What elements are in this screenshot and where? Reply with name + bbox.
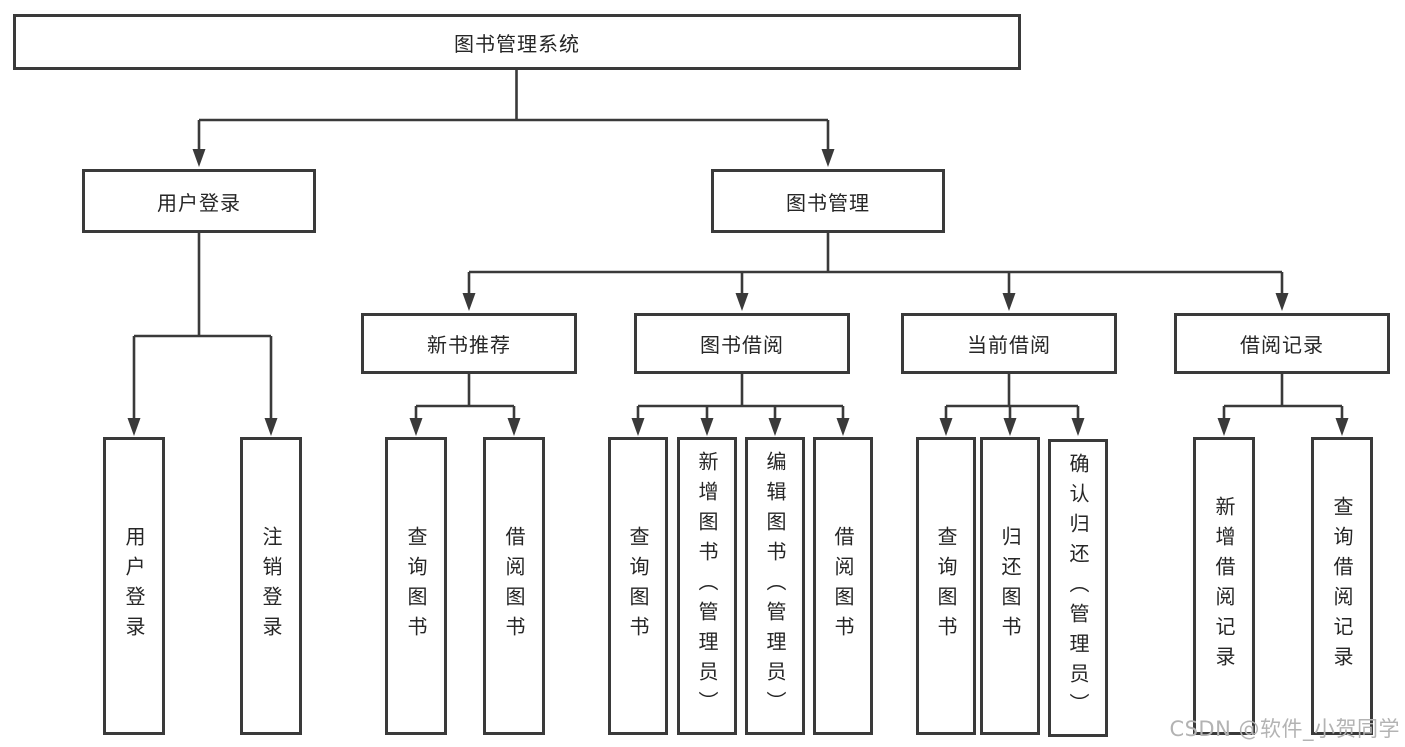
- leaf-records-add-record-label: 新增借阅记录: [1212, 496, 1236, 676]
- arrowhead: [1275, 293, 1289, 311]
- connector-current-children: [944, 374, 1080, 419]
- node-borrow-records-label: 借阅记录: [1240, 333, 1324, 357]
- csdn-watermark: CSDN @软件_小贺同学: [1169, 717, 1400, 741]
- leaf-current-query-books-label: 查询图书: [934, 526, 958, 646]
- node-new-book-recommend-label: 新书推荐: [427, 333, 511, 357]
- node-book-borrow-label: 图书借阅: [700, 333, 784, 357]
- connector-records-children: [1222, 374, 1344, 419]
- arrowhead: [836, 418, 850, 436]
- leaf-borrow-query-books-label: 查询图书: [626, 526, 650, 646]
- leaf-current-query-books: 查询图书: [916, 437, 976, 735]
- leaf-borrow-edit-books-admin-label: 编辑图书（管理员）: [763, 451, 787, 721]
- node-root-label: 图书管理系统: [454, 31, 580, 56]
- leaf-borrow-add-books-admin: 新增图书（管理员）: [677, 437, 737, 735]
- connector-root-to-level2: [197, 70, 830, 150]
- leaf-logout: 注销登录: [240, 437, 302, 735]
- arrowhead: [735, 293, 749, 311]
- arrowhead: [631, 418, 645, 436]
- arrowhead: [1003, 418, 1017, 436]
- node-current-borrow-label: 当前借阅: [967, 333, 1051, 357]
- leaf-current-confirm-return-admin-label: 确认归还（管理员）: [1066, 453, 1090, 723]
- connector-borrow-children: [636, 374, 845, 419]
- leaf-current-return-books: 归还图书: [980, 437, 1040, 735]
- arrowhead: [1217, 418, 1231, 436]
- leaf-current-confirm-return-admin: 确认归还（管理员）: [1048, 439, 1108, 737]
- arrowhead: [462, 293, 476, 311]
- leaf-user-login-label: 用户登录: [122, 526, 146, 646]
- leaf-records-add-record: 新增借阅记录: [1193, 437, 1255, 735]
- arrowhead: [821, 149, 835, 167]
- arrowhead: [192, 149, 206, 167]
- leaf-user-login: 用户登录: [103, 437, 165, 735]
- node-user-login-label: 用户登录: [157, 190, 241, 215]
- arrowhead: [700, 418, 714, 436]
- leaf-recommend-borrow-books: 借阅图书: [483, 437, 545, 735]
- leaf-recommend-borrow-books-label: 借阅图书: [502, 526, 526, 646]
- leaf-borrow-borrow-books: 借阅图书: [813, 437, 873, 735]
- node-borrow-records: 借阅记录: [1174, 313, 1390, 374]
- connector-recommend-children: [414, 374, 516, 419]
- leaf-current-return-books-label: 归还图书: [998, 526, 1022, 646]
- leaf-recommend-query-books-label: 查询图书: [404, 526, 428, 646]
- connector-user-login-children: [132, 233, 273, 419]
- arrowhead: [264, 418, 278, 436]
- arrowhead: [409, 418, 423, 436]
- connector-book-management-children: [467, 233, 1284, 294]
- arrowhead: [507, 418, 521, 436]
- node-book-management: 图书管理: [711, 169, 945, 233]
- arrowhead: [768, 418, 782, 436]
- arrowhead: [939, 418, 953, 436]
- node-current-borrow: 当前借阅: [901, 313, 1117, 374]
- node-book-borrow: 图书借阅: [634, 313, 850, 374]
- leaf-records-query-record: 查询借阅记录: [1311, 437, 1373, 735]
- arrowhead: [1335, 418, 1349, 436]
- leaf-borrow-borrow-books-label: 借阅图书: [831, 526, 855, 646]
- arrowhead: [127, 418, 141, 436]
- node-new-book-recommend: 新书推荐: [361, 313, 577, 374]
- node-book-management-label: 图书管理: [786, 190, 870, 215]
- node-root: 图书管理系统: [13, 14, 1021, 70]
- leaf-borrow-query-books: 查询图书: [608, 437, 668, 735]
- leaf-logout-label: 注销登录: [259, 526, 283, 646]
- leaf-borrow-edit-books-admin: 编辑图书（管理员）: [745, 437, 805, 735]
- leaf-recommend-query-books: 查询图书: [385, 437, 447, 735]
- node-user-login: 用户登录: [82, 169, 316, 233]
- arrowhead: [1071, 418, 1085, 436]
- leaf-records-query-record-label: 查询借阅记录: [1330, 496, 1354, 676]
- arrowhead: [1002, 293, 1016, 311]
- leaf-borrow-add-books-admin-label: 新增图书（管理员）: [695, 451, 719, 721]
